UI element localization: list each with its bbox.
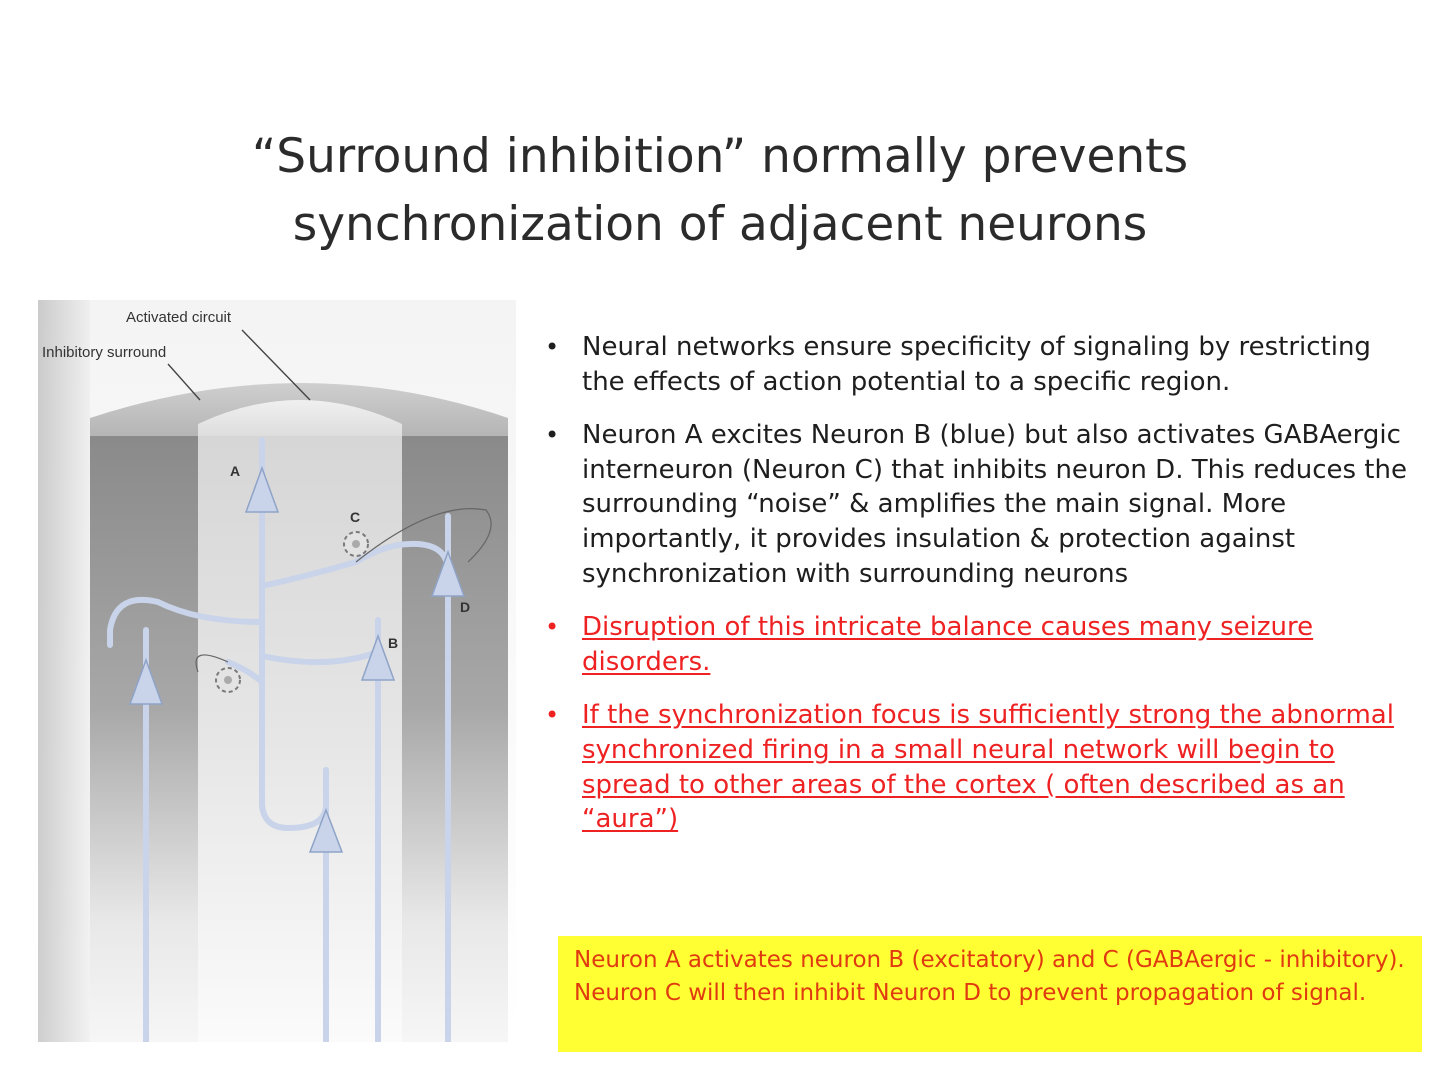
bullet-symbol: •: [545, 613, 560, 642]
neuron-c-label: C: [350, 509, 360, 525]
slide-title: “Surround inhibition” normally prevents …: [140, 123, 1300, 259]
bullet-list: • Neural networks ensure specificity of …: [545, 330, 1415, 856]
neuron-left-soma: [128, 657, 164, 705]
bullet-item: • Neuron A excites Neuron B (blue) but a…: [545, 418, 1415, 591]
highlight-note-text: Neuron A activates neuron B (excitatory)…: [574, 947, 1405, 1006]
activated-circuit-column: [198, 436, 402, 1042]
neuron-d-soma: D: [430, 549, 470, 615]
surround-inhibition-figure: Activated circuit Inhibitory surround: [38, 300, 516, 1042]
interneuron-lower: [215, 667, 241, 693]
neuron-a-soma: A: [230, 463, 280, 513]
title-line-2: synchronization of adjacent neurons: [292, 197, 1148, 253]
label-inhibitory-surround: Inhibitory surround: [42, 344, 166, 361]
neuron-c-interneuron: C: [343, 509, 369, 557]
title-line-1: “Surround inhibition” normally prevents: [251, 129, 1189, 185]
bullet-text: Neuron A excites Neuron B (blue) but als…: [582, 420, 1407, 589]
thin-connection-lower: [195, 654, 229, 673]
bullet-text: If the synchronization focus is sufficie…: [582, 700, 1394, 835]
bullet-symbol: •: [545, 333, 560, 361]
bullet-symbol: •: [545, 701, 560, 730]
bullet-text: Neural networks ensure specificity of si…: [582, 332, 1371, 397]
bullet-text: Disruption of this intricate balance cau…: [582, 612, 1314, 677]
pointer-inhibitory-surround: [167, 363, 201, 401]
highlight-note: Neuron A activates neuron B (excitatory)…: [558, 936, 1422, 1052]
pointer-activated-circuit: [241, 329, 311, 401]
projection-to-bottom-left: [225, 659, 265, 685]
bullet-symbol: •: [545, 421, 560, 450]
bullet-item-emphasis: • Disruption of this intricate balance c…: [545, 610, 1415, 679]
neuron-b-soma: B: [360, 633, 398, 681]
projection-a-to-b: [259, 649, 381, 666]
figure-left-shading: [38, 300, 90, 1042]
neuron-d-label: D: [460, 599, 470, 615]
projection-a-to-c: [259, 559, 359, 589]
projection-a-to-left: [107, 596, 265, 648]
bullet-item-emphasis: • If the synchronization focus is suffic…: [545, 698, 1415, 836]
neuron-a-label: A: [230, 463, 240, 479]
activated-circuit-dome: [198, 400, 402, 438]
thin-connection-c: [355, 508, 492, 563]
label-activated-circuit: Activated circuit: [126, 309, 232, 326]
neuron-bottom-soma: [308, 807, 344, 853]
bullet-item: • Neural networks ensure specificity of …: [545, 330, 1415, 399]
neuron-b-label: B: [388, 635, 398, 651]
